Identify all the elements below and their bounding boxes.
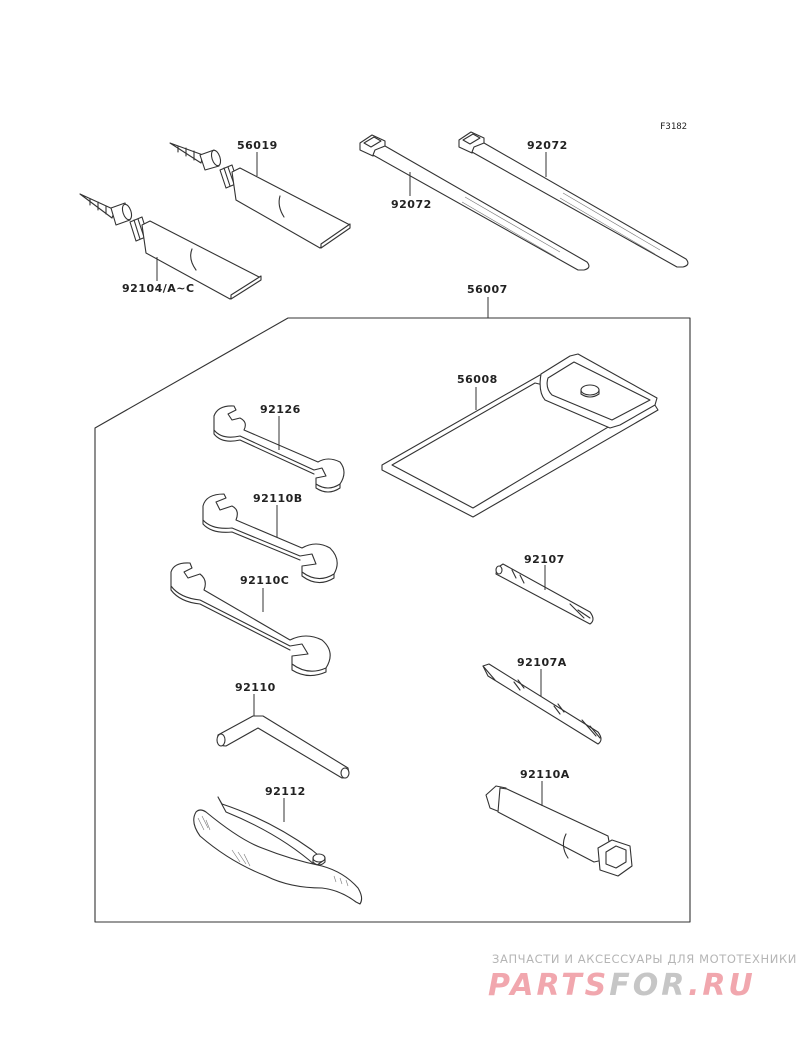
label-92110[interactable]: 92110: [235, 681, 276, 694]
tie-serration: [559, 192, 661, 255]
label-92110A[interactable]: 92110A: [520, 768, 570, 781]
label-92107[interactable]: 92107: [524, 553, 565, 566]
wrench-body: [202, 493, 338, 580]
part-92110A-spark-plug-wrench[interactable]: [485, 785, 633, 877]
part-92110-hex-key[interactable]: [216, 715, 350, 779]
logo-for: FOR: [609, 968, 688, 1003]
wrench-body: [170, 562, 331, 672]
label-92072-right[interactable]: 92072: [527, 139, 568, 152]
logo-parts: PARTS: [488, 968, 610, 1003]
label-92107A[interactable]: 92107A: [517, 656, 567, 669]
label-56007[interactable]: 56007: [467, 283, 508, 296]
label-92112[interactable]: 92112: [265, 785, 306, 798]
bit-shaft: [482, 663, 602, 745]
part-56008-tool-bag[interactable]: [381, 353, 659, 518]
part-92104-tube[interactable]: [79, 193, 262, 300]
label-56008[interactable]: 56008: [457, 373, 498, 386]
part-92107-screwdriver-bit[interactable]: [495, 563, 594, 625]
logo-ru: .RU: [687, 968, 756, 1003]
label-92072-left[interactable]: 92072: [391, 198, 432, 211]
watermark-tagline: ЗАПЧАСТИ И АКСЕССУАРЫ ДЛЯ МОТОТЕХНИКИ: [492, 952, 797, 966]
label-56019[interactable]: 56019: [237, 139, 278, 152]
part-92110B-wrench[interactable]: [202, 493, 338, 584]
part-92107A-screwdriver-bit[interactable]: [482, 663, 602, 745]
part-92112-pliers[interactable]: [193, 796, 363, 905]
snap-button: [580, 384, 600, 396]
figure-id: F3182: [660, 122, 687, 132]
part-56019-tube[interactable]: [169, 142, 351, 249]
hex-socket: [597, 839, 633, 877]
part-92072-cable-tie-left[interactable]: [359, 134, 590, 271]
tie-serration: [461, 196, 561, 258]
pliers-lower-handle: [193, 809, 363, 905]
tie-strap: [372, 145, 590, 271]
tool-kit-frame: [94, 317, 691, 923]
label-92126[interactable]: 92126: [260, 403, 301, 416]
bit-shaft: [495, 563, 594, 625]
watermark-logo: PARTSFOR.RU: [488, 968, 756, 1003]
label-92110C[interactable]: 92110C: [240, 574, 289, 587]
part-92110C-wrench[interactable]: [170, 562, 331, 677]
hex-key-body: [217, 715, 349, 779]
label-92110B[interactable]: 92110B: [253, 492, 303, 505]
grip-texture: [197, 815, 251, 867]
pivot-bolt: [312, 853, 326, 863]
tie-strap: [471, 142, 689, 268]
label-92104[interactable]: 92104/A~C: [122, 282, 195, 295]
part-92072-cable-tie-right[interactable]: [458, 131, 689, 268]
wrench-tube: [497, 787, 613, 863]
